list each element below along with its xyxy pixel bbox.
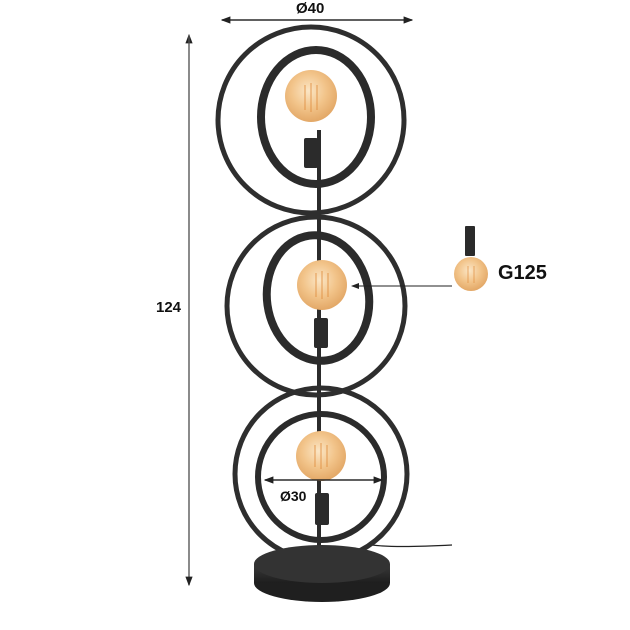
bottom-socket [315,493,329,525]
power-cord [371,544,453,548]
callout-socket [465,226,475,256]
bulb-type-label: G125 [498,262,547,284]
inner-diameter-label: Ø30 [280,488,307,504]
callout-bulb [454,257,488,291]
bulb-callout [351,226,488,291]
outer-diameter-label: Ø40 [296,0,325,17]
middle-socket [314,318,328,348]
top-ring [215,24,407,216]
lamp-base [254,545,390,602]
height-label: 124 [156,299,182,316]
top-socket [304,138,318,168]
middle-ring [224,214,408,398]
